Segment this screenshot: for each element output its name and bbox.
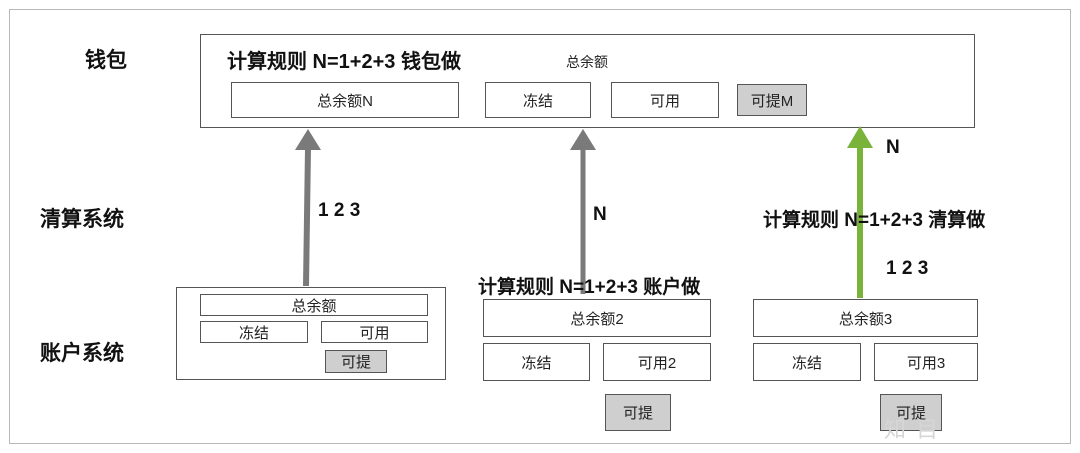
row-label-account: 账户系统	[40, 342, 124, 365]
arrow-3	[847, 126, 873, 298]
account1-available: 可用	[321, 321, 428, 343]
diagram-frame	[9, 9, 1071, 444]
row-label-wallet: 钱包	[85, 49, 127, 72]
arrow2-label: N	[593, 204, 607, 225]
row-label-clearing: 清算系统	[40, 208, 124, 231]
wallet-cell-frozen: 冻结	[485, 82, 591, 118]
account2-available: 可用2	[603, 343, 711, 381]
account3-total: 总余额3	[753, 299, 978, 337]
account2-withdrawable: 可提	[605, 394, 671, 431]
account2-frozen: 冻结	[483, 343, 590, 381]
account1-withdrawable: 可提	[325, 350, 387, 373]
arrow3-top-label: N	[886, 137, 900, 158]
account-rule-text: 计算规则 N=1+2+3 账户做	[478, 277, 701, 298]
arrow-1	[295, 129, 321, 287]
arrow1-label: 1 2 3	[318, 200, 361, 221]
arrow3-bottom-label: 1 2 3	[886, 258, 929, 279]
clearing-rule-text: 计算规则 N=1+2+3 清算做	[763, 210, 986, 231]
wallet-cell-withdrawable: 可提M	[737, 84, 807, 116]
watermark: 知 目	[884, 417, 941, 442]
account3-frozen: 冻结	[753, 343, 861, 381]
account3-withdrawable: 可提	[880, 394, 942, 431]
account2-total: 总余额2	[483, 299, 711, 337]
wallet-rule-text: 计算规则 N=1+2+3 钱包做	[227, 51, 461, 73]
wallet-cell-available: 可用	[611, 82, 719, 118]
account1-frozen: 冻结	[200, 321, 308, 343]
wallet-total-label: 总余额	[566, 54, 608, 70]
account1-total: 总余额	[200, 294, 428, 316]
account3-available: 可用3	[874, 343, 978, 381]
arrow-2	[570, 129, 596, 294]
wallet-cell-total: 总余额N	[231, 82, 459, 118]
